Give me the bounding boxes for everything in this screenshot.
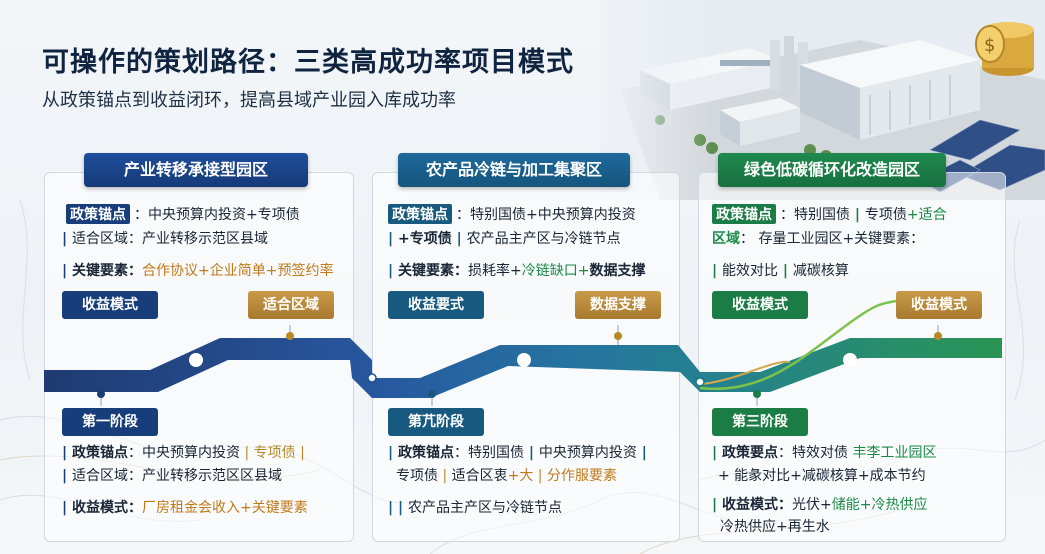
c1-key-text: 合作协议+企业简单+预签约率 (142, 263, 334, 279)
c1-right-pill: 适合区域 (248, 291, 334, 319)
page-subtitle: 从政策锚点到收益闭环，提高县域产业园入库成功率 (42, 90, 456, 111)
c2-key-line: | 关键要素：损耗率+冷链缺口+数据支撑 (388, 263, 646, 279)
c3-key-line: | 能效对比 | 减碳核算 (712, 263, 849, 279)
c1-s-region-text: ：产业转移示范区区县域 (128, 468, 282, 484)
c3-policy-tail: +适合 (906, 207, 947, 223)
c3-s-income-text-1: 光伏+ (792, 497, 832, 513)
c2-region-tag: +专项债 (398, 231, 452, 247)
progress-flow-band (44, 300, 1002, 406)
c3-s-income-text-2: 储能+ (831, 497, 872, 513)
c3-s-policy-text: ：特效对债 (778, 445, 848, 461)
c3-policy-text: ：特别国债 (780, 207, 850, 223)
c1-s-income-text: 厂房租金会收入+关键要素 (142, 500, 308, 516)
c2-stage-pill: 第芁阶段 (388, 408, 484, 436)
c3-s-income-line-2: 冷热供应+再生水 (720, 516, 830, 536)
c2-key-label: 关键要素： (398, 263, 468, 279)
page-title: 可操作的策划路径：三类高成功率项目模式 (42, 47, 574, 78)
c3-stage-pill: 第三阶段 (712, 408, 808, 436)
c3-region-line: 区域： 存量工业园区+关键要素： (712, 228, 924, 248)
c2-left-pill: 收益要式 (388, 291, 484, 319)
c1-s-policy-tag: 政策锚点 (72, 445, 128, 461)
c2-region-text: 农产品主产区与冷链节点 (466, 231, 621, 247)
c2-s-policy-line: | 政策锚点：特别国债 | 中央预算内投资 | (388, 445, 647, 461)
c3-s-policy-tag: 政策要点 (722, 445, 778, 461)
c1-s-policy-extra: 专项债 (253, 445, 296, 461)
c2-s-policy-mid: 中央预算内投资 (538, 445, 637, 461)
c2-key-text-3: 数据支撑 (589, 263, 646, 279)
header-green-carbon: 绿色低碳循环化改造园区 (718, 153, 946, 187)
c2-s-policy-tag: 政策锚点 (398, 445, 454, 461)
c2-s-policy-text: ：特别国债 (454, 445, 524, 461)
c3-key-a: 能效对比 (722, 263, 778, 279)
c2-key-text-2: 冷链缺口+ (521, 263, 590, 279)
c1-s-income-line: | 收益模式：厂房租金会收入+关键要素 (62, 500, 308, 516)
c1-region-text: ：产业转移示范区县域 (128, 231, 268, 247)
c3-s-region-text: + 能彖对比+减碳核算+成本节约 (718, 468, 926, 484)
c1-region-line: | 适合区域：产业转移示范区县域 (62, 231, 268, 247)
c3-s-income-text-3: 冷热供应 (871, 497, 928, 513)
c3-region-text: ： 存量工业园区+关键要素： (740, 231, 925, 247)
c3-s-income-line: | 收益模式：光伏+储能+冷热供应 (712, 497, 928, 513)
c3-region-tag: 区域 (712, 231, 740, 247)
c1-s-policy-line: | 政策锚点：中央预算内投资 | 专项债 | (62, 445, 305, 461)
c3-s-policy-tail: 丰李工业园区 (852, 445, 937, 461)
c1-left-pill: 收益模式 (62, 291, 158, 319)
c2-s-income-text: 农产品主产区与冷链节点 (407, 500, 562, 516)
c1-policy-line: 政策锚点：中央预算内投资+专项债 (66, 204, 300, 224)
c2-s-region-b: 适合区衷 (451, 468, 508, 484)
c3-s-region-line: + 能彖对比+减碳核算+成本节约 (718, 465, 926, 485)
c1-policy-tag: 政策锚点 (66, 204, 130, 224)
c3-right-pill: 收益模式 (896, 291, 982, 319)
c1-key-label: 关键要素： (72, 263, 142, 279)
c2-key-text-1: 损耗率+ (468, 263, 522, 279)
c3-s-policy-line: | 政策要点：特效对债 丰李工业园区 (712, 445, 937, 461)
c3-left-pill: 收益模式 (712, 291, 808, 319)
c1-s-policy-text: ：中央预算内投资 (128, 445, 240, 461)
c2-policy-tag: 政策锚点 (388, 204, 452, 224)
c1-s-region-line: | 适合区域：产业转移示范区区县域 (62, 468, 282, 484)
c1-key-line: | 关键要素：合作协议+企业简单+预签约率 (62, 263, 334, 279)
header-cold-chain: 农产品冷链与加工集聚区 (398, 153, 630, 187)
c1-s-income-label: 收益模式： (72, 500, 142, 516)
c3-policy-tag: 政策锚点 (712, 204, 776, 224)
c1-policy-text: ：中央预算内投资+专项债 (134, 207, 300, 223)
c2-s-income-line: | | 农产品主产区与冷链节点 (388, 500, 562, 516)
c2-policy-text: ：特别国债+中央预算内投资 (456, 207, 636, 223)
c1-stage-pill: 第一阶段 (62, 408, 158, 436)
c3-policy-line: 政策锚点：特别国债 | 专项债+适合 (712, 204, 947, 224)
c2-s-region-c: +大 (507, 468, 534, 484)
c3-s-income-text-4: 冷热供应+再生水 (720, 519, 830, 535)
c2-s-region-d: 分作服要素 (546, 468, 617, 484)
c1-s-region-tag: 适合区域 (72, 468, 128, 484)
c3-policy-extra: 专项债 (864, 207, 907, 223)
c2-right-pill: 数据支撑 (575, 291, 661, 319)
c2-s-region-line: 专项债 | 适合区衷+大 | 分作服要素 (396, 468, 617, 484)
c2-s-region-a: 专项债 (396, 468, 438, 484)
c3-key-b: 减碳核算 (792, 263, 849, 279)
c2-policy-line: 政策锚点：特别国债+中央预算内投资 (388, 204, 636, 224)
c2-region-line: | +专项债 | 农产品主产区与冷链节点 (388, 231, 621, 247)
header-industry-transfer: 产业转移承接型园区 (84, 153, 308, 187)
c3-s-income-label: 收益模式： (722, 497, 792, 513)
c1-region-tag: 适合区域 (72, 231, 128, 247)
